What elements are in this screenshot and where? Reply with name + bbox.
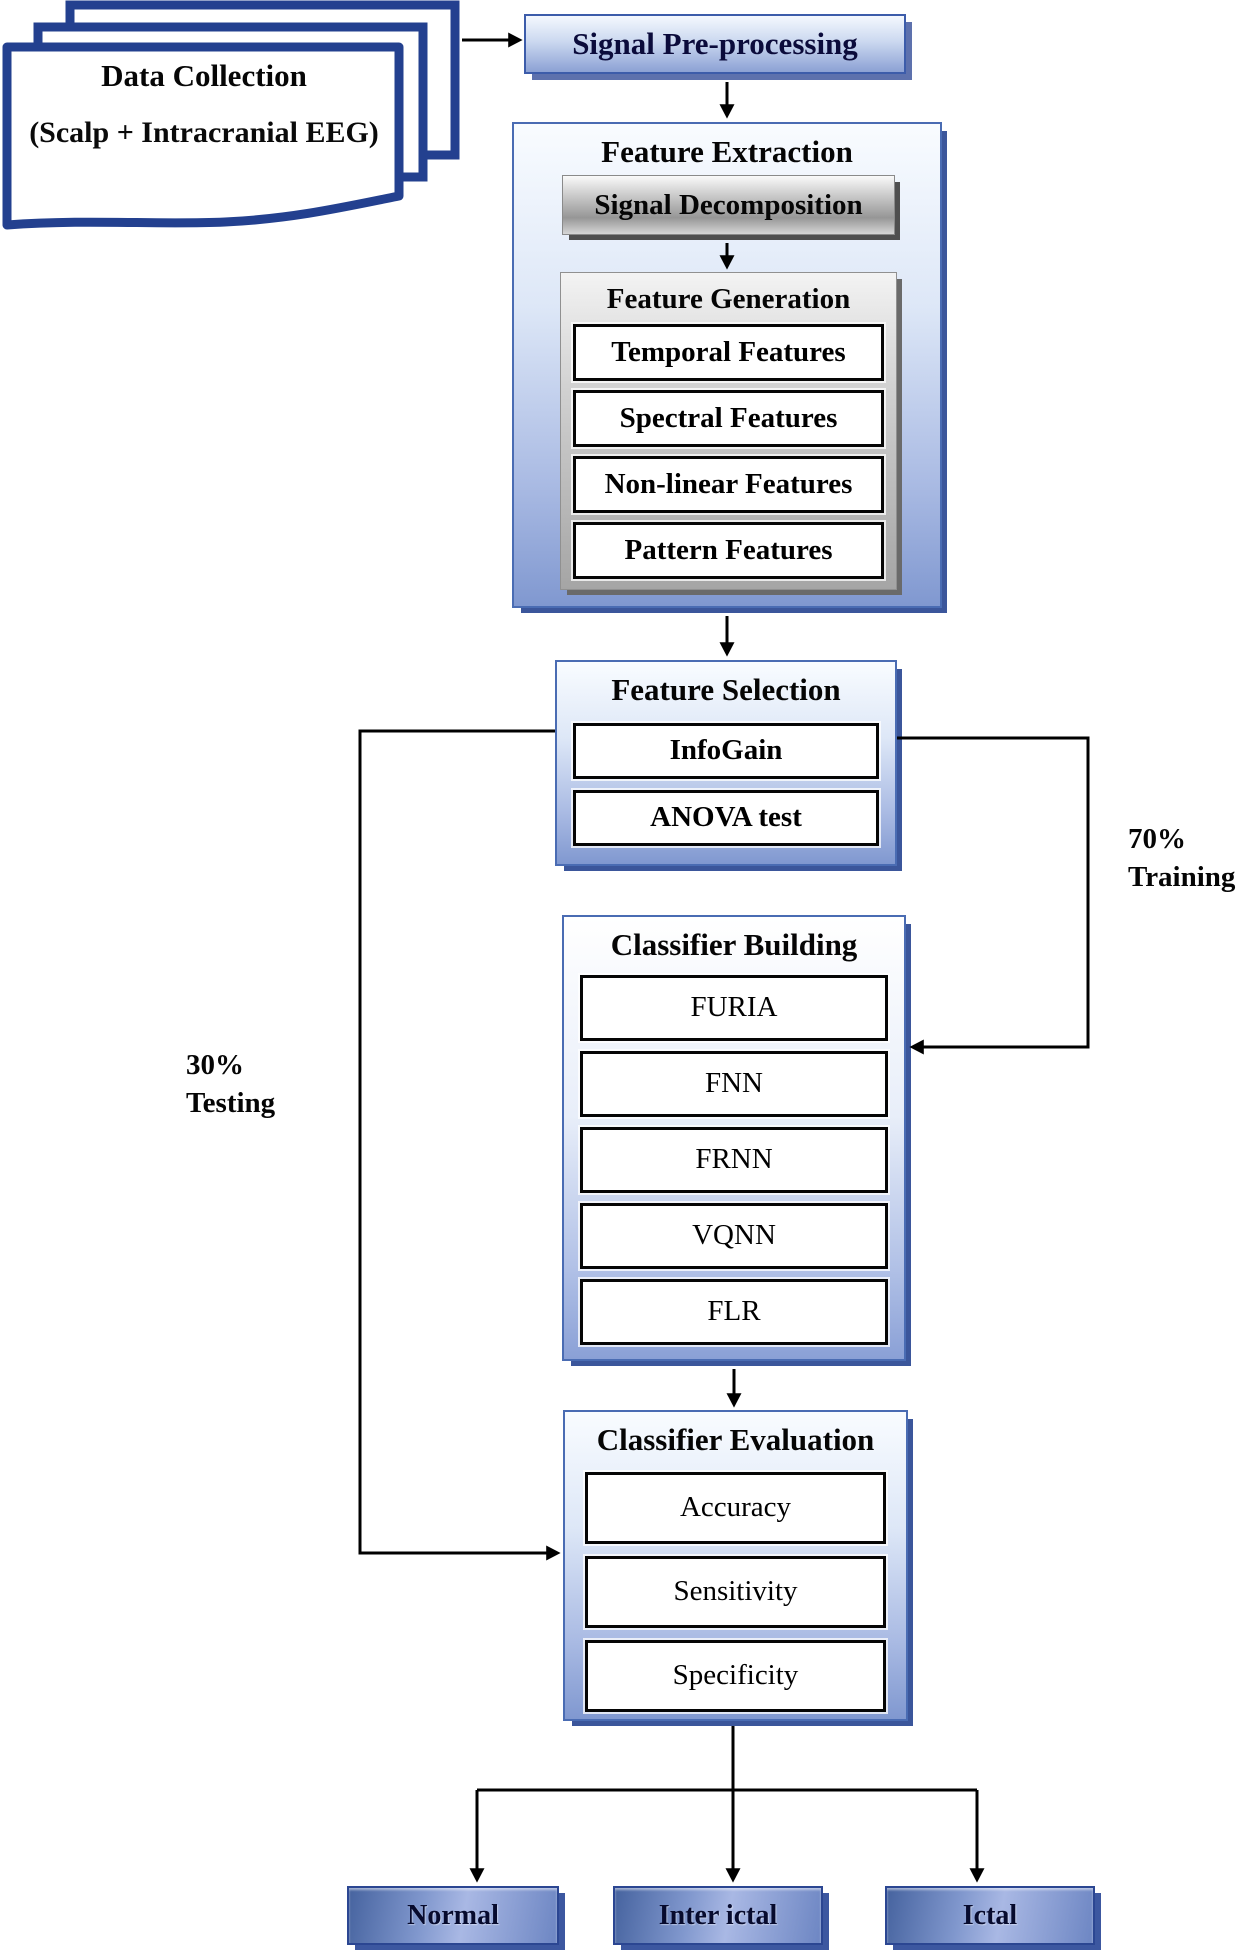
output-ictal-box: Ictal	[885, 1886, 1095, 1945]
testing-split-label: 30% Testing	[186, 1046, 275, 1122]
training-word: Training	[1128, 861, 1236, 893]
feature-extraction-title: Feature Extraction	[601, 134, 853, 169]
testing-pct: 30%	[186, 1049, 244, 1081]
output-normal-box: Normal	[347, 1886, 559, 1945]
signal-decomposition-label: Signal Decomposition	[594, 188, 863, 221]
output-normal-label: Normal	[407, 1899, 499, 1931]
arrow-training-path	[897, 736, 1090, 1055]
item-box: Specificity	[585, 1639, 886, 1712]
item-box: InfoGain	[573, 722, 879, 779]
output-interictal-label: Inter ictal	[658, 1899, 778, 1931]
classifier-building-title: Classifier Building	[610, 927, 858, 962]
signal-preprocessing-box: Signal Pre-processing	[524, 14, 906, 74]
item-box: FLR	[580, 1278, 888, 1345]
testing-word: Testing	[186, 1087, 276, 1119]
signal-decomposition-box: Signal Decomposition	[562, 175, 895, 235]
output-ictal-label: Ictal	[962, 1899, 1018, 1931]
data-collection-subtitle: (Scalp + Intracranial EEG)	[29, 116, 379, 149]
item-box: Non-linear Features	[573, 456, 884, 514]
item-box: Temporal Features	[573, 324, 884, 382]
item-box: Accuracy	[585, 1471, 886, 1544]
classifier-building-list: FURIA FNN FRNN VQNN FLR	[580, 974, 888, 1345]
feature-generation-title: Feature Generation	[606, 283, 851, 315]
item-box: Pattern Features	[573, 522, 884, 580]
classifier-evaluation-title: Classifier Evaluation	[596, 1422, 875, 1457]
arrow-testing-path	[358, 729, 561, 1561]
training-split-label: 70% Training	[1128, 820, 1235, 896]
item-box: FRNN	[580, 1126, 888, 1193]
signal-preprocessing-label: Signal Pre-processing	[572, 26, 858, 61]
item-box: Spectral Features	[573, 390, 884, 448]
item-box: Sensitivity	[585, 1555, 886, 1628]
feature-selection-title: Feature Selection	[611, 672, 841, 707]
item-box: FNN	[580, 1050, 888, 1117]
data-collection-document-stack	[2, 0, 460, 230]
item-box: FURIA	[580, 974, 888, 1041]
item-box: VQNN	[580, 1202, 888, 1269]
output-interictal-box: Inter ictal	[613, 1886, 823, 1945]
training-pct: 70%	[1128, 823, 1186, 855]
branch-line-outputs	[477, 1726, 977, 1792]
data-collection-title: Data Collection	[101, 58, 307, 93]
classifier-building-container: Classifier Building FURIA FNN FRNN VQNN FLR	[562, 915, 906, 1361]
document-page-front	[2, 42, 404, 230]
item-box: ANOVA test	[573, 789, 879, 846]
